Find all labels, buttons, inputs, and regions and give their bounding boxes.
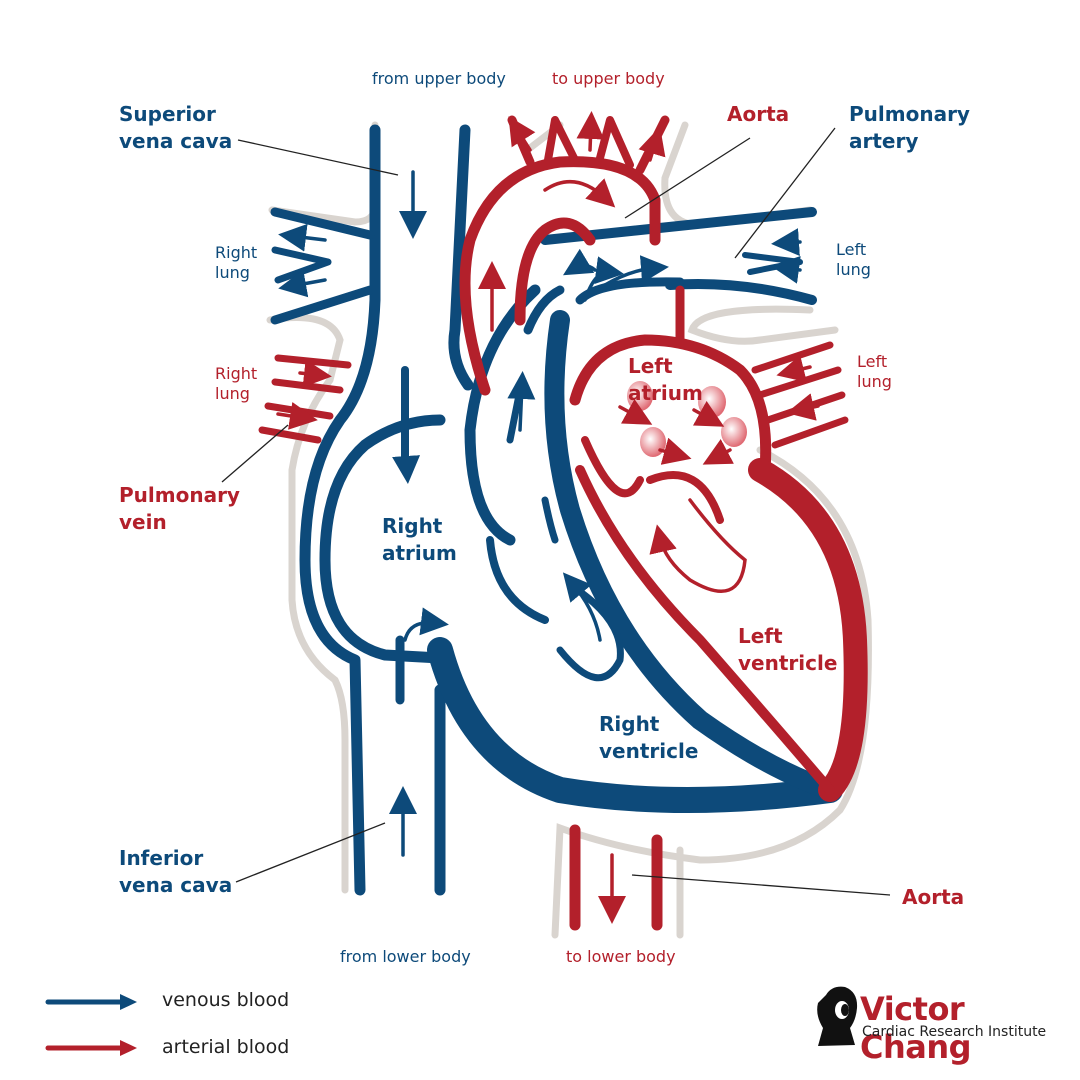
label-left-lung-artery: Left lung bbox=[836, 240, 871, 279]
label-from-lower-body: from lower body bbox=[340, 947, 471, 966]
victor-chang-portrait bbox=[817, 986, 858, 1046]
label-right-ventricle: Right ventricle bbox=[599, 712, 699, 763]
label-aorta-bottom: Aorta bbox=[902, 885, 965, 909]
legend-arrows bbox=[45, 994, 137, 1056]
label-right-atrium: Right atrium bbox=[382, 514, 457, 565]
heart-outline bbox=[266, 121, 872, 939]
venous-vessels bbox=[270, 124, 843, 896]
label-inferior-vena-cava: Inferior vena cava bbox=[119, 846, 233, 897]
label-aorta-top: Aorta bbox=[727, 102, 790, 126]
label-pulmonary-vein: Pulmonary vein bbox=[119, 483, 240, 534]
label-from-upper-body: from upper body bbox=[372, 69, 506, 88]
label-to-upper-body: to upper body bbox=[552, 69, 665, 88]
label-right-lung-artery: Right lung bbox=[215, 243, 258, 282]
label-superior-vena-cava: Superior vena cava bbox=[119, 102, 233, 153]
legend-arterial-label: arterial blood bbox=[162, 1036, 290, 1058]
arterial-flow-arrows bbox=[276, 111, 820, 924]
logo-subtitle: Cardiac Research Institute bbox=[862, 1024, 1047, 1040]
label-to-lower-body: to lower body bbox=[566, 947, 676, 966]
label-left-ventricle: Left ventricle bbox=[738, 624, 838, 675]
legend-venous-label: venous blood bbox=[162, 989, 290, 1011]
label-left-atrium: Left atrium bbox=[628, 354, 703, 405]
venous-flow-arrows bbox=[278, 170, 802, 857]
logo-name: Victor Chang bbox=[860, 990, 972, 1066]
label-pointer-lines bbox=[221, 127, 891, 896]
label-left-lung-vein: Left lung bbox=[857, 352, 892, 391]
label-right-lung-vein: Right lung bbox=[215, 364, 258, 403]
label-pulmonary-artery: Pulmonary artery bbox=[849, 102, 970, 153]
